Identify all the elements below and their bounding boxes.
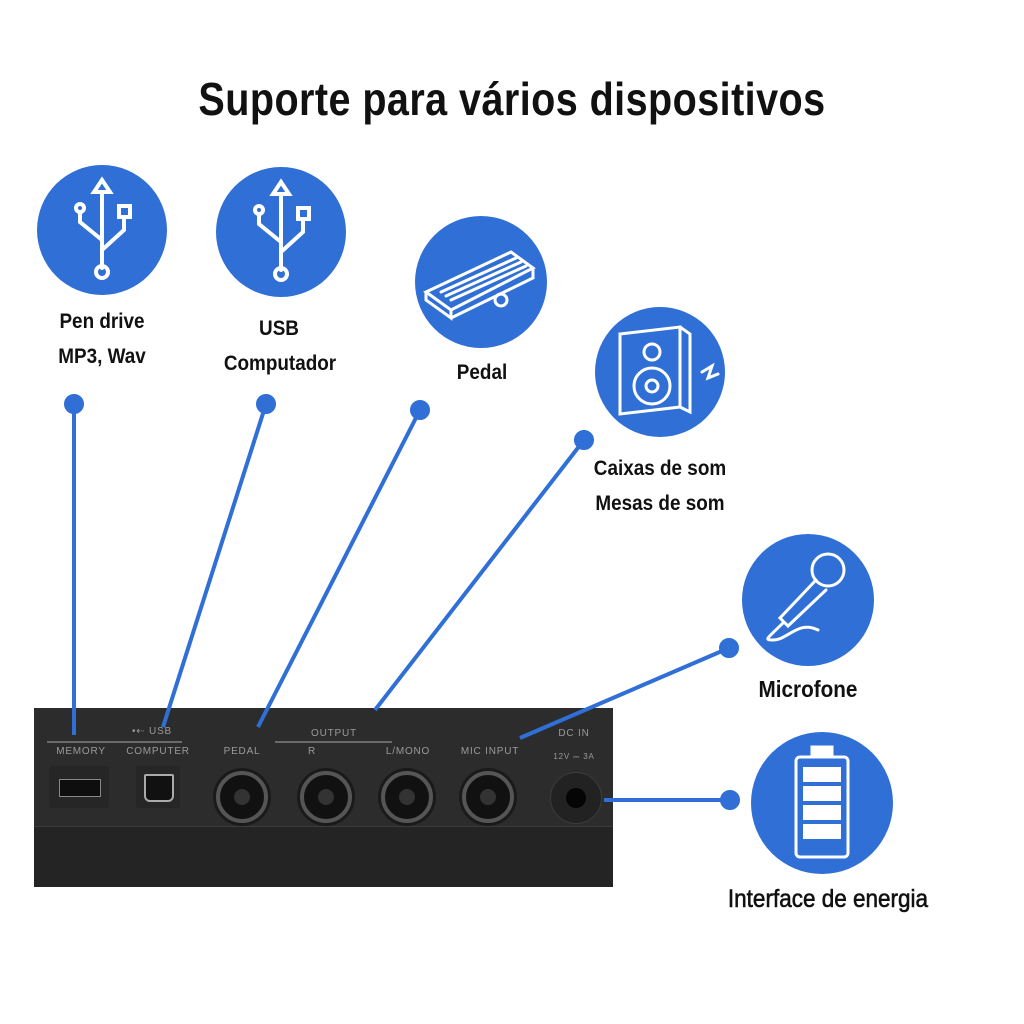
- output-r-jack: [300, 771, 352, 823]
- dot-speaker: [574, 430, 594, 450]
- usb-divider: [47, 741, 182, 743]
- usb-icon: [253, 178, 311, 282]
- label-mp3-wav: MP3, Wav: [58, 345, 146, 368]
- dot-usb-computer: [256, 394, 276, 414]
- dc-in-label: DC IN: [558, 728, 590, 739]
- label-usb: USB: [259, 317, 299, 340]
- rear-panel: •⇠ USB MEMORY COMPUTER PEDAL OUTPUT R L/…: [34, 708, 613, 887]
- dot-power: [720, 790, 740, 810]
- memory-label: MEMORY: [56, 746, 106, 757]
- line-pedal: [256, 409, 422, 728]
- pedal-jack: [216, 771, 268, 823]
- output-divider: [275, 741, 392, 743]
- battery-icon: [794, 745, 850, 859]
- mic-input-label: MIC INPUT: [460, 746, 520, 757]
- label-computador: Computador: [223, 352, 337, 375]
- r-label: R: [307, 746, 317, 757]
- label-interface-de-energia: Interface de energia: [727, 885, 929, 914]
- label-microfone: Microfone: [758, 676, 858, 702]
- dot-pedal: [410, 400, 430, 420]
- usb-group-label: •⇠ USB: [131, 726, 173, 737]
- label-pen-drive: Pen drive: [59, 310, 145, 333]
- page-title: Suporte para vários dispositivos: [198, 73, 826, 125]
- dot-pen-drive: [64, 394, 84, 414]
- speaker-icon: [618, 325, 720, 416]
- l-mono-label: L/MONO: [385, 746, 431, 757]
- output-l-mono-jack: [381, 771, 433, 823]
- speaker-circle: [595, 307, 725, 437]
- battery-circle: [751, 732, 893, 874]
- microphone-icon: [766, 552, 846, 642]
- label-pedal: Pedal: [456, 361, 508, 384]
- microphone-circle: [742, 534, 874, 666]
- line-speaker: [373, 438, 586, 712]
- usb-icon: [74, 176, 132, 280]
- pedal-label: PEDAL: [223, 746, 261, 757]
- computer-label: COMPUTER: [126, 746, 190, 757]
- line-microphone: [519, 646, 730, 740]
- label-mesas-de-som: Mesas de som: [595, 492, 725, 515]
- usb-group-text: USB: [149, 726, 173, 737]
- dot-microphone: [719, 638, 739, 658]
- output-group-label: OUTPUT: [311, 728, 357, 739]
- panel-lower-band: [34, 826, 613, 887]
- usb-b-port: [136, 766, 180, 808]
- line-usb-computer: [161, 403, 268, 728]
- label-caixas-de-som: Caixas de som: [593, 457, 727, 480]
- dc-in-port: [550, 772, 602, 824]
- pedal-icon: [423, 250, 536, 321]
- usb-a-port: [49, 766, 109, 808]
- dc-spec-label: 12V ⎓ 3A: [553, 752, 595, 761]
- mic-input-jack: [462, 771, 514, 823]
